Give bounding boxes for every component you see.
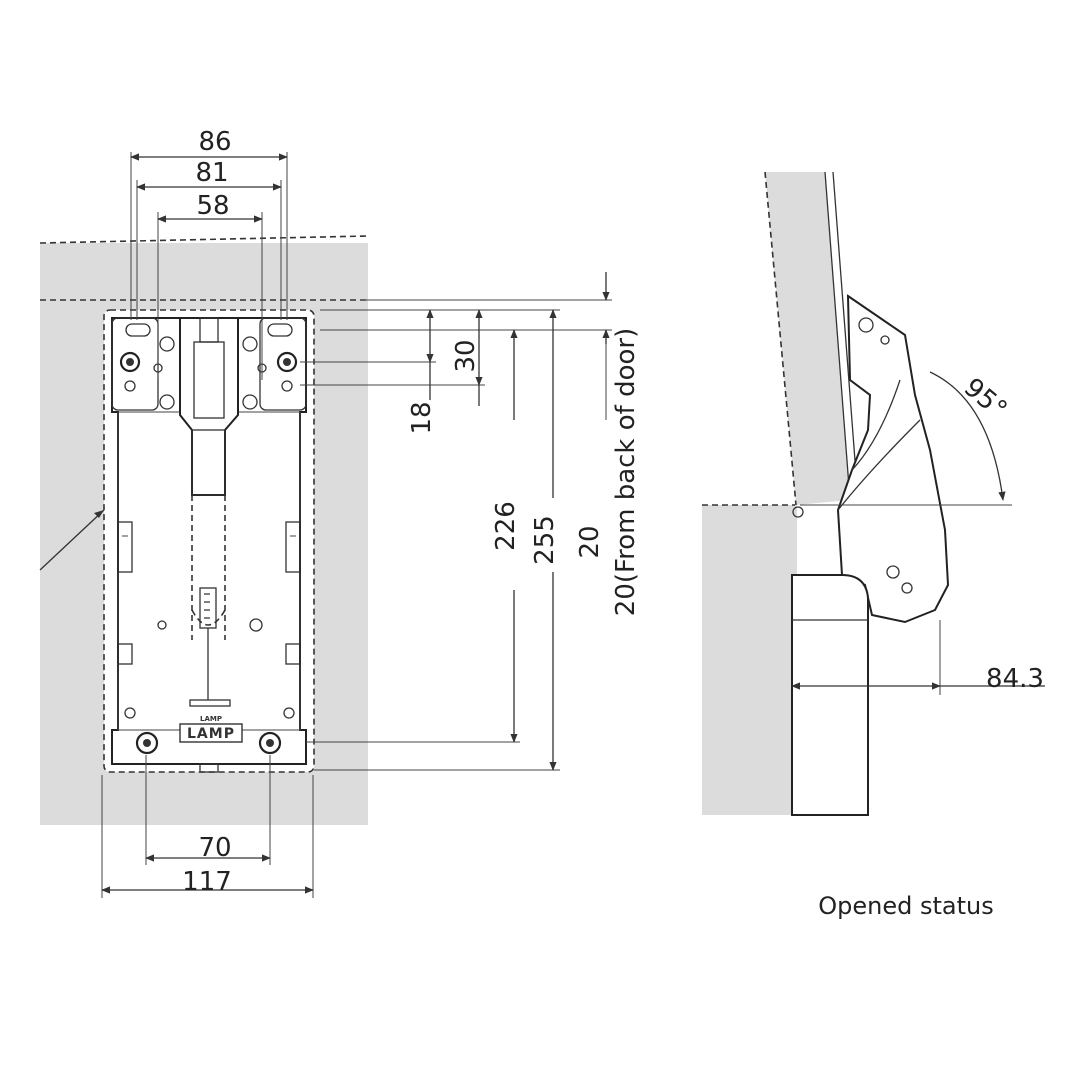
dim-226: 226 xyxy=(491,501,521,551)
dim-84-3: 84.3 xyxy=(986,664,1044,694)
dim-117: 117 xyxy=(182,867,232,897)
opened-status-caption: Opened status xyxy=(818,892,993,920)
angle-95: 95° xyxy=(958,373,1013,426)
side-hinge-arm xyxy=(836,294,950,624)
opened-door xyxy=(765,172,850,505)
side-base-plate xyxy=(791,574,869,816)
dim-58: 58 xyxy=(196,191,229,221)
screw-left-bottom xyxy=(135,731,159,755)
front-view: LAMP LAMP 86 81 58 18 xyxy=(39,127,641,898)
cabinet-wall xyxy=(702,505,797,815)
screw-right-top xyxy=(276,351,298,373)
top-panel xyxy=(40,243,368,300)
lamp-logo: LAMP LAMP xyxy=(179,715,243,743)
dim-30: 30 xyxy=(451,339,481,372)
side-view: 95° 84.3 Opened status xyxy=(702,171,1045,920)
dim-70: 70 xyxy=(198,833,231,863)
dim-81: 81 xyxy=(195,158,228,188)
dim-20-from-back-of-door: 20(From back of door) xyxy=(611,328,641,616)
dim-20: 20 xyxy=(575,525,605,558)
screw-right-bottom xyxy=(258,731,282,755)
screw-left-top xyxy=(119,351,141,373)
dim-255: 255 xyxy=(530,515,560,565)
brand-label-small: LAMP xyxy=(200,715,222,723)
dim-18: 18 xyxy=(407,401,437,434)
brand-label: LAMP xyxy=(187,726,235,742)
hinge-arm xyxy=(179,317,239,707)
dim-86: 86 xyxy=(198,127,231,157)
